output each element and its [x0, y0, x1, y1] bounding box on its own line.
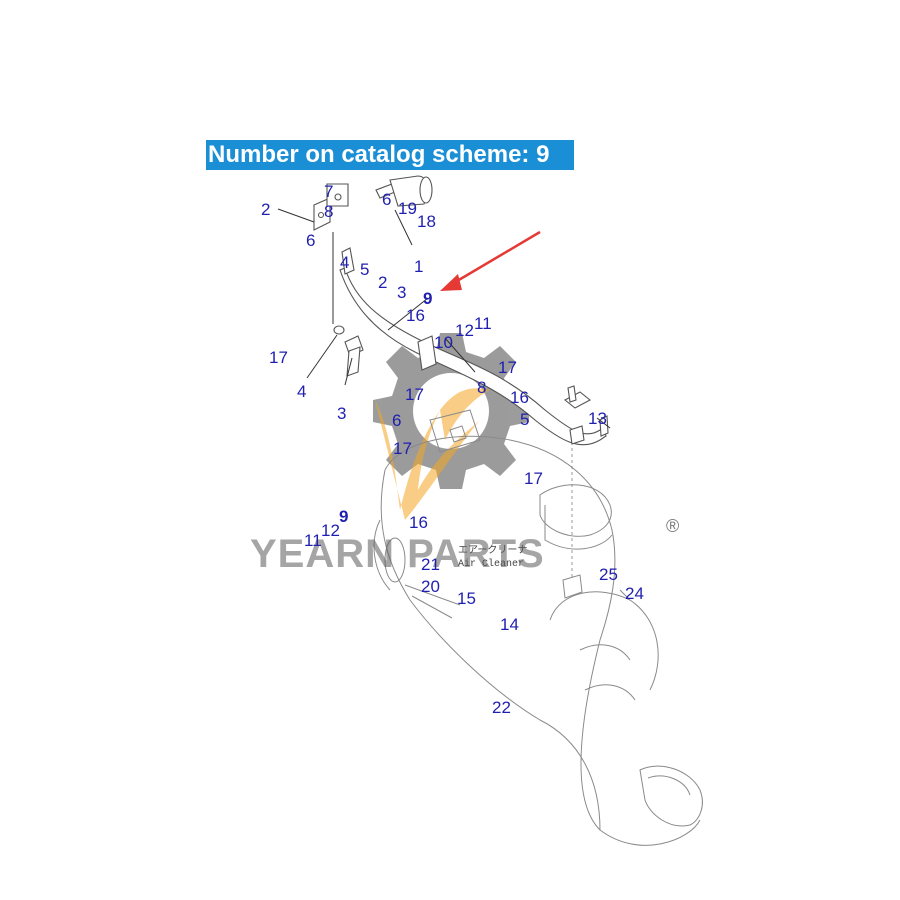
callout-18: 18 [417, 212, 436, 231]
watermark-flame-icon [375, 388, 490, 520]
bracket-part [313, 183, 349, 231]
callout-3: 3 [397, 283, 406, 302]
callout-16: 16 [406, 306, 425, 325]
callout-4: 4 [340, 253, 349, 272]
callout-17: 17 [393, 439, 412, 458]
callout-5: 5 [520, 410, 529, 429]
callout-7: 7 [324, 182, 333, 201]
callout-6: 6 [392, 411, 401, 430]
registered-mark: ® [666, 516, 679, 536]
callout-17: 17 [269, 348, 288, 367]
callout-8: 8 [324, 202, 333, 221]
bolt-part [333, 325, 364, 377]
callout-12: 12 [321, 521, 340, 540]
part-label-jp: エアークリーナ [458, 544, 527, 557]
callout-17: 17 [498, 358, 517, 377]
callout-6: 6 [382, 190, 391, 209]
callout-13: 13 [588, 409, 607, 428]
callout-20: 20 [421, 577, 440, 596]
callout-10: 10 [434, 333, 453, 352]
callout-1: 1 [414, 257, 423, 276]
highlight-arrow-icon [440, 230, 541, 291]
callout-11: 11 [474, 314, 492, 333]
callout-25: 25 [599, 565, 618, 584]
callout-15: 15 [457, 589, 476, 608]
callout-16: 16 [409, 513, 428, 532]
leader-lines [277, 208, 611, 578]
air-cleaner-body [373, 409, 703, 846]
callout-2: 2 [261, 200, 270, 219]
callout-24: 24 [625, 584, 644, 603]
part-label-en: Air Cleaner [458, 558, 524, 570]
callout-17: 17 [405, 385, 424, 404]
callout-6: 6 [306, 231, 315, 250]
callout-9-highlighted: 9 [423, 289, 432, 308]
callout-12: 12 [455, 321, 474, 340]
callout-8: 8 [477, 378, 486, 397]
hose-line [339, 247, 609, 446]
callout-2: 2 [378, 273, 387, 292]
callout-17: 17 [524, 469, 543, 488]
callout-19: 19 [398, 199, 417, 218]
callout-5: 5 [360, 260, 369, 279]
callout-16: 16 [510, 388, 529, 407]
catalog-scheme-banner: Number on catalog scheme: 9 [206, 140, 574, 170]
callout-3: 3 [337, 404, 346, 423]
sensor-part [375, 175, 433, 207]
callout-14: 14 [500, 615, 519, 634]
callout-9: 9 [339, 507, 348, 526]
callout-22: 22 [492, 698, 511, 717]
callout-11: 11 [304, 531, 322, 550]
callout-4: 4 [297, 382, 306, 401]
watermark-text: YEARN PARTS [250, 532, 545, 576]
callout-21: 21 [421, 555, 440, 574]
